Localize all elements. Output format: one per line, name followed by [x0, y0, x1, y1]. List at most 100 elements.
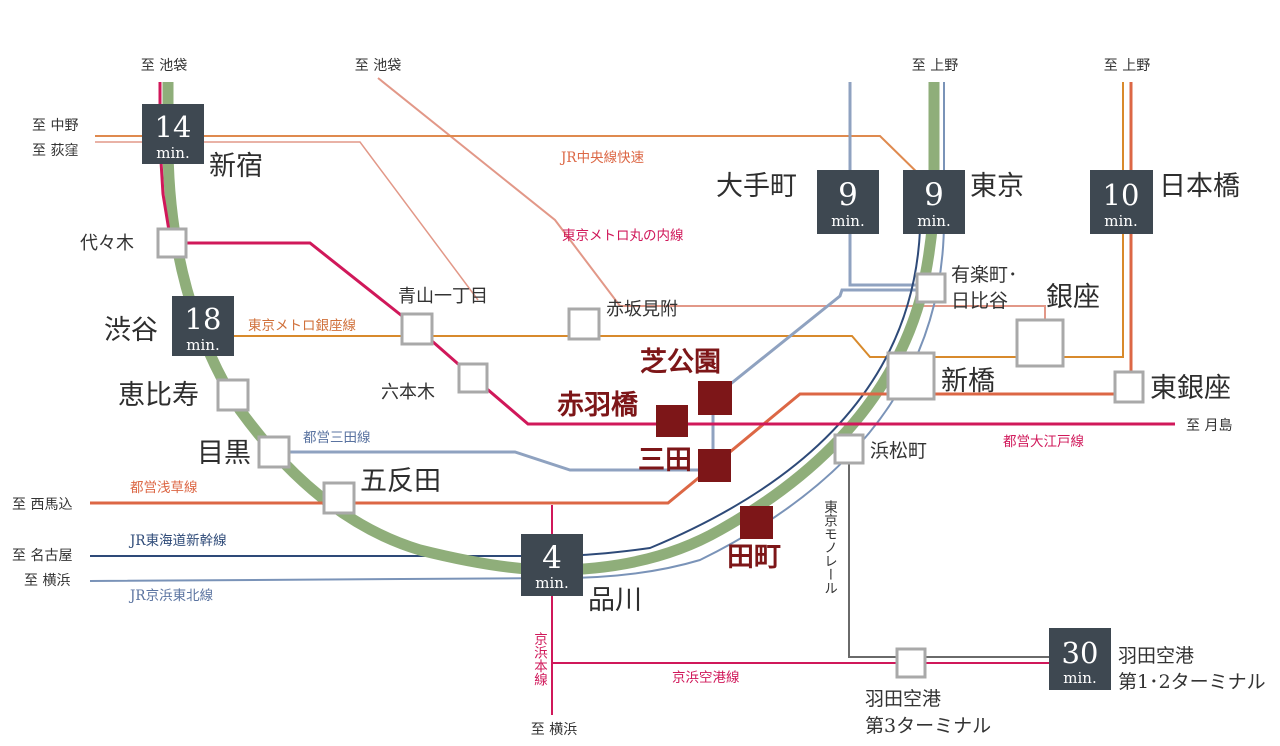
station-shinbashi-node — [886, 351, 936, 401]
label-ginza: 銀座 — [1046, 282, 1100, 313]
dest-nishimagome: 至 西馬込 — [12, 497, 72, 513]
label-line-tokaido: JR東海道新幹線 — [128, 532, 227, 549]
station-meguro-node — [257, 435, 291, 469]
station-yoyogi-node — [156, 227, 188, 259]
minutes-haneda12-box: 30 min. — [1049, 628, 1111, 690]
line-monorail — [848, 450, 1080, 658]
label-meguro: 目黒 — [197, 438, 251, 469]
label-ebisu: 恵比寿 — [118, 380, 199, 411]
station-akasaka-node — [567, 307, 601, 341]
label-haneda3-1: 羽田空港 — [865, 688, 941, 710]
line-tokaido — [90, 229, 921, 557]
dest-nakano: 至 中野 — [32, 118, 78, 134]
label-line-keikyu-main: 京浜本線 — [531, 632, 548, 687]
label-haneda12-1: 羽田空港 — [1118, 645, 1194, 667]
minutes-shinagawa-box: 4 min. — [521, 534, 583, 596]
station-yurakucho-node — [915, 272, 947, 304]
minutes-haneda12-unit: min. — [1063, 669, 1096, 687]
line-marunouchi — [377, 77, 1046, 320]
station-labels: 新宿 代々木 渋谷 恵比寿 目黒 五反田 品川 青山一丁目 六本木 赤坂見附 大… — [80, 151, 1266, 737]
label-line-monorail: 東京モノレール — [821, 500, 838, 595]
line-ginza — [230, 82, 1124, 358]
label-line-keihin: JR京浜東北線 — [128, 588, 214, 604]
minutes-tokyo-value: 9 — [924, 177, 944, 213]
label-higashiginza: 東銀座 — [1150, 373, 1231, 404]
line-mita — [275, 82, 932, 472]
dest-yokohama-1: 至 横浜 — [24, 573, 70, 589]
highlighted-labels: 芝公園 赤羽橋 三田 田町 — [557, 347, 781, 573]
station-haneda3-node — [895, 647, 927, 679]
label-akabanebashi: 赤羽橋 — [557, 390, 639, 421]
minutes-tokyo-box: 9 min. — [903, 170, 965, 234]
label-nihonbashi: 日本橋 — [1159, 171, 1240, 202]
minutes-shibuya-value: 18 — [185, 302, 222, 336]
label-shinbashi: 新橋 — [941, 366, 995, 397]
label-line-ginza: 東京メトロ銀座線 — [248, 318, 356, 334]
station-mita-node — [698, 449, 731, 482]
label-shibuya: 渋谷 — [104, 315, 158, 346]
line-asakusa — [90, 82, 1133, 505]
label-yoyogi: 代々木 — [80, 233, 134, 254]
destination-labels: 至 池袋 至 池袋 至 上野 至 上野 至 中野 至 荻窪 至 西馬込 至 名古… — [12, 58, 1232, 738]
dest-ueno-2: 至 上野 — [1104, 58, 1150, 74]
label-shibakoen: 芝公園 — [640, 347, 721, 378]
minutes-shinagawa-value: 4 — [542, 540, 562, 576]
dest-nagoya: 至 名古屋 — [12, 548, 72, 564]
label-line-asakusa: 都営浅草線 — [130, 480, 198, 496]
label-shinjuku: 新宿 — [209, 151, 263, 182]
label-line-oedo: 都営大江戸線 — [1003, 434, 1084, 450]
label-akasaka: 赤坂見附 — [606, 299, 678, 320]
label-line-mita: 都営三田線 — [303, 430, 371, 446]
station-ginza-node — [1015, 318, 1065, 368]
minutes-shinjuku-value: 14 — [155, 110, 192, 144]
minutes-shinjuku-unit: min. — [156, 144, 189, 162]
dest-ikebukuro-2: 至 池袋 — [355, 58, 401, 74]
station-akabanebashi-node — [656, 405, 688, 437]
label-mita: 三田 — [638, 445, 692, 476]
minutes-nihonbashi-value: 10 — [1103, 178, 1140, 212]
label-roppongi: 六本木 — [381, 382, 435, 403]
minutes-haneda12-value: 30 — [1062, 636, 1099, 670]
station-roppongi-node — [457, 362, 489, 394]
line-labels: JR中央線快速 東京メトロ丸の内線 東京メトロ銀座線 都営三田線 都営浅草線 都… — [128, 150, 1084, 686]
label-yurakucho-1: 有楽町･ — [951, 264, 1018, 286]
dest-yokohama-2: 至 横浜 — [531, 722, 577, 738]
minutes-shinagawa-unit: min. — [535, 574, 568, 592]
station-higashiginza-node — [1113, 370, 1145, 404]
label-line-keikyu-airport: 京浜空港線 — [672, 670, 740, 686]
minutes-otemachi-box: 9 min. — [817, 170, 879, 234]
highlighted-nodes — [656, 381, 773, 539]
station-ebisu-node — [216, 378, 250, 412]
dest-ogikubo: 至 荻窪 — [32, 142, 78, 159]
station-shibakoen-node — [698, 381, 732, 415]
label-hamamatsucho: 浜松町 — [870, 440, 927, 462]
line-chuo-branch — [95, 141, 479, 301]
label-tamachi: 田町 — [727, 542, 781, 573]
line-keihin — [89, 82, 945, 582]
station-tamachi-node — [740, 506, 773, 539]
minutes-nihonbashi-unit: min. — [1104, 212, 1137, 230]
dest-ueno-1: 至 上野 — [912, 58, 958, 74]
minutes-shinjuku-box: 14 min. — [142, 104, 204, 164]
minutes-otemachi-value: 9 — [838, 177, 858, 213]
dest-ikebukuro-1: 至 池袋 — [141, 58, 187, 74]
minutes-shibuya-unit: min. — [186, 336, 219, 354]
station-gotanda-node — [322, 481, 356, 515]
line-chuo — [95, 135, 931, 186]
label-gotanda: 五反田 — [360, 466, 441, 497]
label-haneda12-2: 第1･2ターミナル — [1118, 671, 1266, 693]
label-otemachi: 大手町 — [716, 171, 797, 202]
station-nodes — [156, 227, 1145, 679]
label-haneda3-2: 第3ターミナル — [865, 715, 991, 737]
label-shinagawa: 品川 — [588, 585, 642, 616]
label-line-marunouchi: 東京メトロ丸の内線 — [562, 228, 684, 244]
label-line-chuo: JR中央線快速 — [559, 150, 644, 166]
dest-tsukishima: 至 月島 — [1186, 418, 1232, 434]
station-hamamatsucho-node — [833, 433, 865, 465]
minutes-shibuya-box: 18 min. — [172, 296, 234, 356]
station-aoyama-node — [400, 312, 434, 346]
label-tokyo: 東京 — [970, 171, 1024, 202]
label-yurakucho-2: 日比谷 — [951, 290, 1008, 312]
minutes-nihonbashi-box: 10 min. — [1090, 170, 1153, 234]
